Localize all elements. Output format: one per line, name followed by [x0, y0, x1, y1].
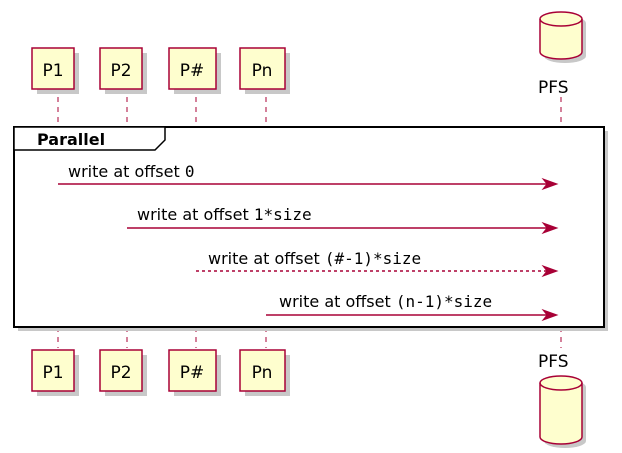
message-3: write at offset (#-1)*size	[196, 249, 559, 278]
participant-pn-bottom: Pn	[239, 349, 290, 396]
participant-p1-bottom: P1	[31, 349, 79, 396]
arrow-head	[541, 221, 559, 235]
database-label: PFS	[538, 78, 569, 98]
arrow-head	[541, 308, 559, 322]
participant-label: P#	[180, 61, 205, 81]
parallel-frame: Parallel	[13, 126, 608, 331]
database-icon	[539, 375, 583, 445]
database-icon	[539, 11, 583, 60]
participant-p-hash-top: P#	[168, 47, 221, 94]
message-label: write at offset (#-1)*size	[208, 249, 421, 268]
frame-title-tab	[13, 126, 166, 151]
message-label: write at offset (n-1)*size	[279, 292, 492, 311]
participant-label: P1	[42, 363, 63, 383]
participant-label: P2	[110, 363, 131, 383]
participant-label: P2	[110, 61, 131, 81]
participant-label: Pn	[252, 61, 273, 81]
arrow-head	[541, 264, 559, 278]
message-label: write at offset 1*size	[137, 205, 312, 224]
message-4: write at offset (n-1)*size	[266, 292, 559, 322]
participant-p2-bottom: P2	[99, 349, 147, 396]
message-label: write at offset 0	[68, 162, 194, 181]
participant-p2-top: P2	[99, 47, 147, 94]
database-pfs-bottom: PFS	[538, 352, 586, 448]
message-1: write at offset 0	[58, 162, 559, 191]
participant-p-hash-bottom: P#	[168, 349, 221, 396]
frame-title: Parallel	[37, 130, 105, 149]
participant-label: P#	[180, 363, 205, 383]
participant-pn-top: Pn	[239, 47, 290, 94]
participant-label: Pn	[252, 363, 273, 383]
participant-p1-top: P1	[31, 47, 79, 94]
message-2: write at offset 1*size	[127, 205, 559, 235]
arrow-head	[541, 177, 559, 191]
database-pfs-top: PFS	[538, 11, 586, 98]
participant-label: P1	[42, 61, 63, 81]
database-label: PFS	[538, 352, 569, 372]
